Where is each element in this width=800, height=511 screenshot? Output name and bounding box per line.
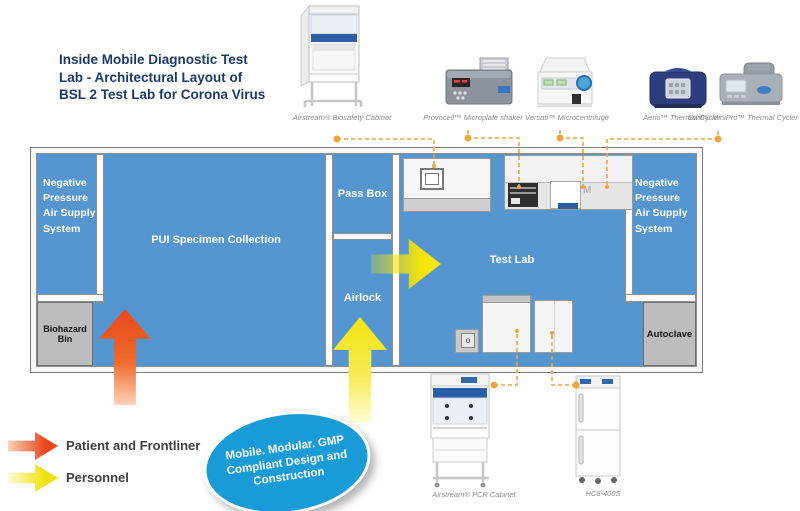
biosafety-cabinet-photo: [291, 4, 375, 110]
wall-left-horizontal: [37, 294, 104, 302]
room-label-airlock: Airlock: [343, 292, 382, 304]
page-title: Inside Mobile Diagnostic Test Lab - Arch…: [59, 52, 266, 103]
room-label-napss-right: Negative Pressure Air Supply System: [635, 177, 688, 235]
room-label-pui: PUI Specimen Collection: [151, 234, 281, 246]
sink-symbol: o: [455, 329, 479, 353]
legend-personnel-label: Personnel: [66, 470, 129, 485]
pcr-cabinet-footprint: [482, 295, 531, 353]
biohazard-bin: Biohazard Bin: [37, 302, 93, 366]
refrigerator-photo: [562, 374, 634, 486]
swift-thermal-cycler-photo: [712, 58, 792, 110]
autoclave-label: Autoclave: [646, 328, 693, 340]
microplate-shaker-photo: [438, 52, 522, 112]
equipment-label-swift-cycler: Swift® MiniPro™ Thermal Cycler: [688, 113, 798, 122]
autoclave: Autoclave: [643, 302, 696, 366]
pcr-cabinet-photo: [423, 372, 497, 490]
microcentrifuge-photo: [526, 50, 602, 114]
aeris-thermal-cycler-photo: [640, 62, 716, 112]
legend-personnel-arrow-icon: [8, 464, 58, 492]
wall-passbox-airlock-divider: [333, 233, 392, 240]
wall-right-horizontal: [625, 294, 696, 302]
room-label-test-lab: Test Lab: [489, 254, 535, 266]
legend-patient-arrow-icon: [8, 432, 58, 460]
room-label-pass-box: Pass Box: [337, 188, 388, 200]
gmp-badge-text: Mobile. Modular. GMP Compliant Design an…: [224, 434, 348, 488]
bench-marker: M: [583, 185, 592, 196]
bench-right: M: [504, 155, 633, 210]
bench-left: [403, 158, 491, 212]
equipment-label-refrigerator: HC8-400S: [585, 489, 621, 498]
biohazard-bin-label: Biohazard Bin: [43, 324, 87, 344]
equipment-label-pcr-cabinet: Airstream® PCR Cabinet: [432, 490, 516, 499]
legend-patient-label: Patient and Frontliner: [66, 438, 201, 453]
equipment-label-aeris-cycler: Aeris™ Thermal Cycler: [643, 113, 721, 122]
refrigerator-footprint: [534, 300, 573, 353]
thermal-cycler-symbol: [508, 183, 538, 207]
wall-passbox-left: [325, 154, 333, 366]
biosafety-cabinet-symbol: [420, 168, 444, 190]
equipment-label-microplate-shaker: Provocell™ Microplate shaker: [423, 113, 523, 122]
room-label-napss-left: Negative Pressure Air Supply System: [43, 177, 96, 235]
equipment-label-microcentrifuge: Versati™ Microcentrifuge: [525, 113, 609, 122]
wall-left-vertical: [96, 154, 104, 303]
equipment-label-biosafety-cabinet: Airstream® Biosafety Cabinet: [292, 113, 392, 122]
